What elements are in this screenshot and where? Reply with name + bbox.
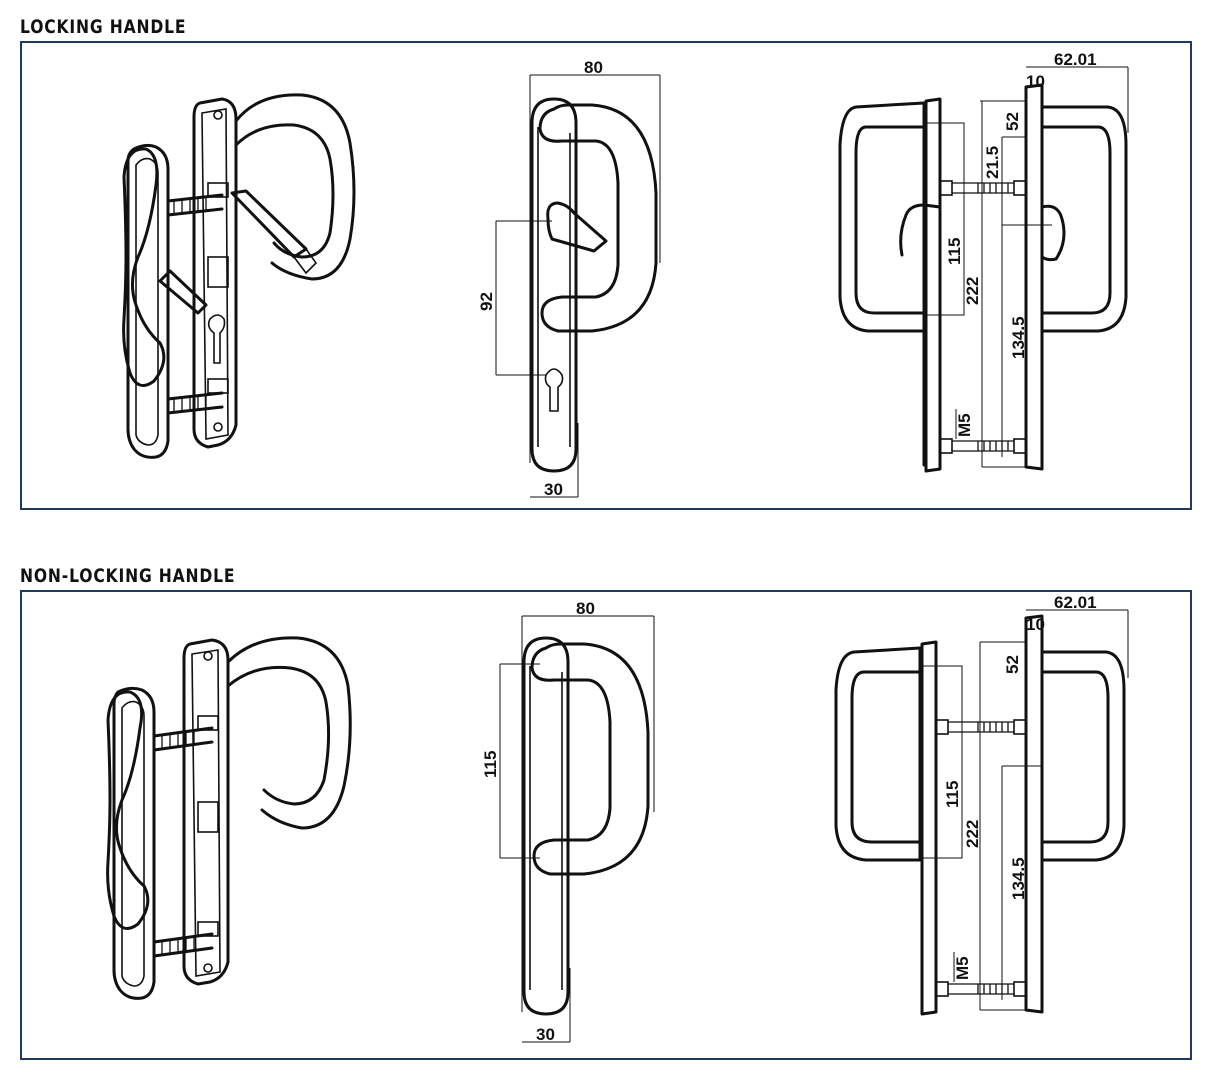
- locking-plate-length-label: 222: [963, 277, 982, 305]
- non-locking-iso-view: [106, 636, 352, 1000]
- locking-spindle-keyhole-label: 92: [477, 292, 496, 311]
- locking-side-view: 62.01 10 52 21.5 115 222 134.5 M5: [838, 50, 1129, 473]
- locking-handle-title: LOCKING HANDLE: [20, 16, 187, 38]
- non-locking-handle-panel: 80 115 30 62.01 10 52: [20, 590, 1192, 1060]
- non-locking-side-view: 62.01 10 52 115 222 134.5 M5: [834, 593, 1129, 1016]
- locking-depth-label: 62.01: [1054, 50, 1097, 69]
- locking-handle-panel: 80 92 30: [20, 41, 1192, 510]
- non-locking-fixing-centres-label: 115: [943, 781, 962, 808]
- locking-iso-view: [122, 93, 356, 459]
- non-locking-plate-length-label: 222: [963, 820, 982, 848]
- locking-thread-label: M5: [955, 413, 974, 437]
- locking-front-width-label: 80: [584, 58, 603, 77]
- non-locking-handle-title: NON-LOCKING HANDLE: [20, 565, 236, 587]
- locking-screw-centres-label: 134.5: [1009, 316, 1028, 359]
- non-locking-front-width-label: 80: [576, 599, 595, 618]
- locking-front-view: 80 92 30: [477, 58, 661, 499]
- non-locking-front-fixing-label: 115: [481, 751, 500, 778]
- non-locking-screw-centres-label: 134.5: [1009, 857, 1028, 900]
- non-locking-plate-width-label: 30: [536, 1025, 555, 1044]
- non-locking-handle-drawing: 80 115 30 62.01 10 52: [106, 593, 1129, 1044]
- locking-thickness-label: 10: [1026, 72, 1045, 91]
- non-locking-backset-label: 52: [1003, 655, 1022, 674]
- non-locking-thread-label: M5: [953, 956, 972, 980]
- locking-fixing-centres-label: 115: [945, 238, 964, 265]
- locking-backset-label: 52: [1003, 112, 1022, 131]
- non-locking-thickness-label: 10: [1026, 615, 1045, 634]
- locking-offset-label: 21.5: [983, 146, 1002, 179]
- locking-plate-width-label: 30: [544, 480, 563, 499]
- non-locking-front-view: 80 115 30: [481, 599, 655, 1044]
- locking-handle-drawing: 80 92 30: [122, 50, 1129, 499]
- non-locking-depth-label: 62.01: [1054, 593, 1097, 612]
